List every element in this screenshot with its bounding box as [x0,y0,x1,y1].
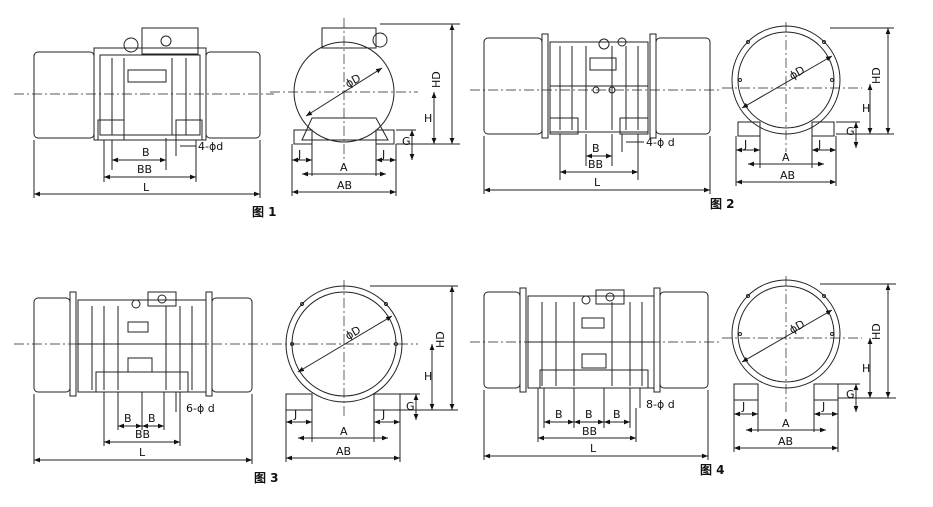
fig3-g-label: G [406,400,415,413]
fig4-bb-label: BB [582,425,597,438]
fig4-l-label: L [590,442,597,455]
fig2-a-label: A [782,151,790,164]
fig4-j-right-label: J [821,400,825,413]
fig1-ab-label: AB [337,179,352,192]
fig4-ab-label: AB [778,435,793,448]
figure-3-caption: 图 3 [254,471,279,485]
fig2-bb-label: BB [588,158,603,171]
fig2-j-left-label: J [743,138,747,151]
figure-4-caption: 图 4 [700,463,725,477]
fig3-l-label: L [139,446,146,459]
fig4-g-label: G [846,388,855,401]
fig1-a-label: A [340,161,348,174]
figure-4-side-view [470,287,720,460]
figure-2: B BB L 4-ϕ d ϕD HD [470,22,894,211]
fig2-ab-label: AB [780,169,795,182]
figure-1: B BB L 4-ϕd ϕD HD [14,18,460,219]
fig3-bb-label: BB [135,428,150,441]
fig3-hd-label: HD [434,331,447,348]
figure-4: B B B BB L 8-ϕ d ϕ [470,276,896,477]
fig4-b2-label: B [585,408,593,421]
figure-2-end-view [722,22,894,186]
fig4-a-label: A [782,417,790,430]
figure-2-side-view [470,33,720,194]
fig1-b-label: B [142,146,150,159]
fig3-h-label: H [424,370,432,383]
figure-4-end-view [722,276,896,452]
fig2-hole-label: 4-ϕ d [646,136,675,149]
fig4-hole-label: 8-ϕ d [646,398,675,411]
fig4-b3-label: B [613,408,621,421]
fig1-g-label: G [402,135,411,148]
fig1-d-label: ϕD [343,71,363,90]
figure-1-caption: 图 1 [252,205,277,219]
fig3-ab-label: AB [336,445,351,458]
fig2-b-label: B [592,142,600,155]
fig3-b2-label: B [148,412,156,425]
fig1-hole-label: 4-ϕd [198,140,223,153]
figure-2-caption: 图 2 [710,197,735,211]
figure-3-end-view [272,280,458,462]
fig4-hd-label: HD [870,323,883,340]
fig3-j-right-label: J [381,408,385,421]
fig4-h-label: H [862,362,870,375]
fig3-j-left-label: J [293,408,297,421]
fig4-b1-label: B [555,408,563,421]
fig1-h-label: H [424,112,432,125]
fig3-a-label: A [340,425,348,438]
fig2-l-label: L [594,176,601,189]
fig3-b1-label: B [124,412,132,425]
fig2-g-label: G [846,125,855,138]
fig1-j-right-label: J [381,148,385,161]
fig1-bb-label: BB [137,163,152,176]
fig3-hole-label: 6-ϕ d [186,402,215,415]
fig2-j-right-label: J [817,138,821,151]
fig1-l-label: L [143,181,150,194]
figure-1-side-view [14,27,274,198]
figure-3-side-view [14,291,268,464]
figure-1-end-view [270,18,460,196]
fig3-d-label: ϕD [343,323,363,342]
figure-3: B B BB L 6-ϕ d ϕD [14,280,458,485]
fig1-j-left-label: J [297,148,301,161]
fig4-j-left-label: J [741,400,745,413]
fig2-hd-label: HD [870,67,883,84]
fig2-h-label: H [862,102,870,115]
fig1-hd-label: HD [430,71,443,88]
